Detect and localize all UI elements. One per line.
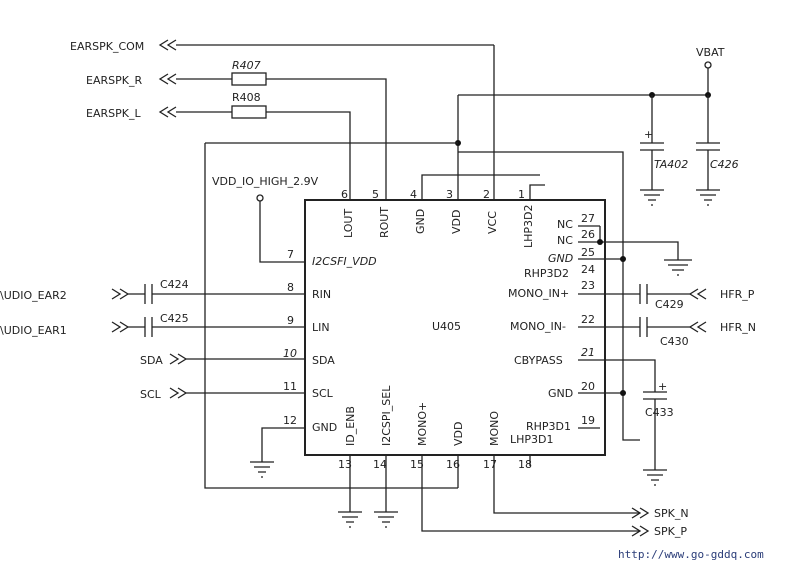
svg-text:24: 24 — [581, 263, 595, 276]
svg-text:4: 4 — [410, 188, 417, 201]
port-hfr-n: HFR_N — [720, 321, 756, 334]
cap-ta402-label: TA402 — [654, 158, 688, 171]
svg-text:GND: GND — [414, 209, 427, 234]
svg-text:VDD: VDD — [452, 422, 465, 446]
port-audio-ear1: \UDIO_EAR1 — [0, 324, 67, 337]
svg-text:GND: GND — [548, 387, 573, 400]
top-pins: 6 5 4 3 2 1 LOUT ROUT GND VDD VCC LHP3D2 — [341, 188, 535, 248]
cap-c426-label: C426 — [710, 158, 739, 171]
svg-text:10: 10 — [283, 347, 297, 360]
cap-c430-label: C430 — [660, 335, 689, 348]
chip-ref: U405 — [432, 320, 461, 333]
svg-text:LHP3D2: LHP3D2 — [522, 204, 535, 248]
svg-text:MONO_IN-: MONO_IN- — [510, 320, 566, 333]
vdd-io-high-label: VDD_IO_HIGH_2.9V — [212, 175, 319, 188]
svg-text:16: 16 — [446, 458, 460, 471]
svg-text:ROUT: ROUT — [378, 207, 391, 238]
svg-text:17: 17 — [483, 458, 497, 471]
vbat-terminal — [704, 61, 712, 69]
svg-text:NC: NC — [557, 218, 573, 231]
svg-text:8: 8 — [287, 281, 294, 294]
svg-text:SDA: SDA — [312, 354, 335, 367]
resistor-r407-label: R407 — [232, 59, 261, 72]
svg-text:SCL: SCL — [312, 387, 334, 400]
svg-text:I2CSFI_VDD: I2CSFI_VDD — [312, 255, 377, 268]
svg-text:6: 6 — [341, 188, 348, 201]
svg-text:LOUT: LOUT — [342, 209, 355, 238]
port-spk-n: SPK_N — [654, 507, 689, 520]
svg-text:21: 21 — [581, 346, 595, 359]
svg-text:15: 15 — [410, 458, 424, 471]
left-pins: 7 I2CSFI_VDD 8 RIN 9 LIN 10 SDA 11 SCL 1… — [283, 248, 377, 434]
svg-text:RIN: RIN — [312, 288, 331, 301]
cap-c429-label: C429 — [655, 298, 684, 311]
svg-text:NC: NC — [557, 234, 573, 247]
cap-c424-label: C424 — [160, 278, 189, 291]
svg-text:VDD: VDD — [450, 210, 463, 234]
svg-text:12: 12 — [283, 414, 297, 427]
svg-text:2: 2 — [483, 188, 490, 201]
svg-text:20: 20 — [581, 380, 595, 393]
port-hfr-p: HFR_P — [720, 288, 755, 301]
svg-text:LIN: LIN — [312, 321, 330, 334]
port-audio-ear2: \UDIO_EAR2 — [0, 289, 67, 302]
svg-text:I2CSPI_SEL: I2CSPI_SEL — [380, 385, 393, 446]
svg-text:14: 14 — [373, 458, 387, 471]
cap-c425-label: C425 — [160, 312, 189, 325]
svg-text:MONO+: MONO+ — [416, 402, 429, 446]
bottom-pins: 13 14 15 16 17 18 ID_ENB I2CSPI_SEL MONO… — [338, 385, 554, 471]
resistor-r408-label: R408 — [232, 91, 261, 104]
svg-text:MONO: MONO — [488, 411, 501, 446]
svg-text:+: + — [658, 380, 667, 393]
svg-text:25: 25 — [581, 246, 595, 259]
port-sda: SDA — [140, 354, 163, 367]
svg-text:18: 18 — [518, 458, 532, 471]
svg-text:GND: GND — [312, 421, 337, 434]
port-earspk-l: EARSPK_L — [86, 107, 141, 120]
svg-text:9: 9 — [287, 314, 294, 327]
port-earspk-r: EARSPK_R — [86, 74, 142, 87]
svg-text:13: 13 — [338, 458, 352, 471]
svg-text:GND: GND — [548, 252, 573, 265]
right-pins: NC 27 NC 26 GND 25 RHP3D2 24 MONO_IN+ 23… — [508, 212, 595, 433]
svg-text:RHP3D1: RHP3D1 — [526, 420, 571, 433]
svg-text:3: 3 — [446, 188, 453, 201]
resistor-r408 — [231, 105, 267, 119]
svg-text:7: 7 — [287, 248, 294, 261]
svg-text:LHP3D1: LHP3D1 — [510, 433, 554, 446]
svg-text:5: 5 — [372, 188, 379, 201]
footer-url[interactable]: http://www.go-gddq.com — [618, 548, 764, 561]
svg-text:19: 19 — [581, 414, 595, 427]
svg-text:CBYPASS: CBYPASS — [514, 354, 563, 367]
port-earspk-com: EARSPK_COM — [70, 40, 144, 53]
svg-text:11: 11 — [283, 380, 297, 393]
resistor-r407 — [231, 72, 267, 86]
svg-text:+: + — [644, 128, 653, 141]
svg-text:26: 26 — [581, 228, 595, 241]
svg-text:ID_ENB: ID_ENB — [344, 406, 357, 446]
port-scl: SCL — [140, 388, 162, 401]
svg-text:MONO_IN+: MONO_IN+ — [508, 287, 569, 300]
svg-text:27: 27 — [581, 212, 595, 225]
port-spk-p: SPK_P — [654, 525, 687, 538]
svg-text:1: 1 — [518, 188, 525, 201]
svg-text:23: 23 — [581, 279, 595, 292]
svg-text:VCC: VCC — [486, 211, 499, 234]
vbat-label: VBAT — [696, 46, 725, 59]
cap-c433-label: C433 — [645, 406, 674, 419]
svg-text:RHP3D2: RHP3D2 — [524, 267, 569, 280]
svg-text:22: 22 — [581, 313, 595, 326]
